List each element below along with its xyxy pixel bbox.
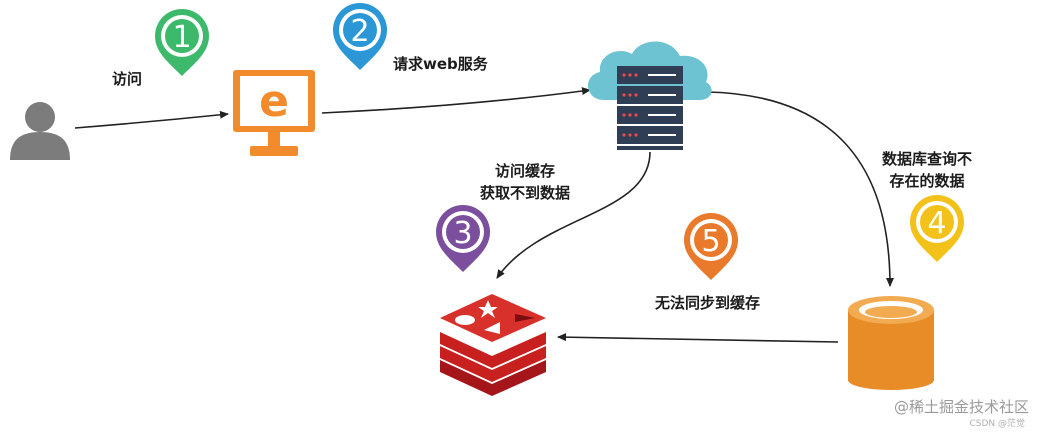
step-1-label: 访问	[112, 70, 143, 88]
step-2-pin	[333, 3, 387, 70]
database-icon	[848, 296, 934, 390]
step-3-label-line2: 获取不到数据	[479, 184, 570, 202]
step-4-pin	[910, 195, 964, 262]
browser-letter: e	[259, 76, 289, 127]
arrow-browser-to-server	[321, 87, 591, 114]
step-2-number: 2	[350, 14, 369, 49]
step-5-label: 无法同步到缓存	[655, 294, 761, 312]
step-3-number: 3	[453, 216, 472, 251]
step-4-label: 数据库查询不 存在的数据	[868, 148, 986, 192]
arrow-user-to-browser	[74, 110, 229, 129]
step-4-number: 4	[927, 206, 946, 241]
redis-icon	[440, 294, 546, 396]
step-5-pin	[684, 213, 738, 280]
watermark: @稀土掘金技术社区	[893, 398, 1029, 416]
step-1-number: 1	[172, 20, 191, 55]
step-4-label-line1: 数据库查询不	[881, 150, 972, 168]
ie-browser-icon	[233, 70, 315, 156]
cloud-server-icon	[588, 41, 712, 150]
step-3-pin	[436, 205, 490, 272]
arrow-server-to-cache	[496, 151, 651, 279]
step-4-label-line2: 存在的数据	[889, 172, 965, 190]
arrow-server-to-database	[707, 91, 894, 287]
step-5-number: 5	[701, 224, 720, 259]
watermark-sub: CSDN @茫觉	[969, 419, 1025, 429]
arrow-database-to-cache	[557, 333, 839, 343]
user-icon	[10, 102, 70, 160]
step-3-label-line1: 访问缓存	[494, 162, 555, 180]
step-1-pin	[155, 9, 209, 76]
step-3-label: 访问缓存 获取不到数据	[470, 160, 580, 204]
step-2-label: 请求web服务	[393, 55, 488, 73]
